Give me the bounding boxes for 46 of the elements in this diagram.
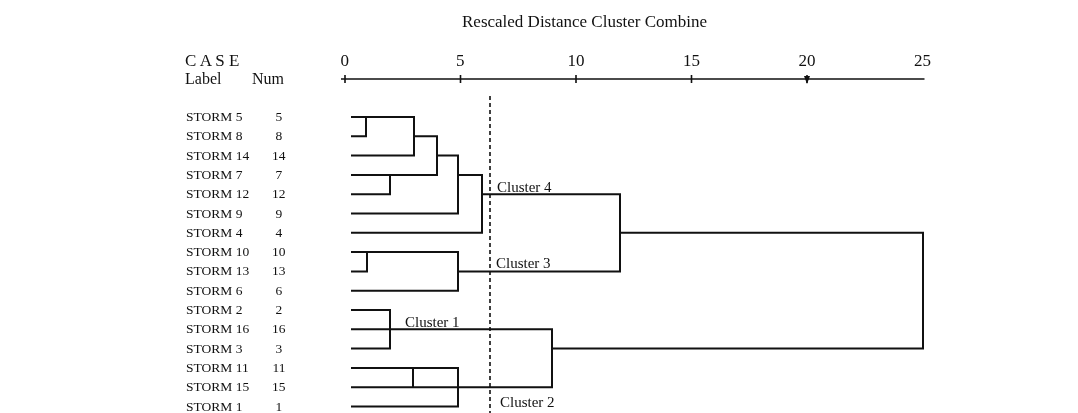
- case-number: 6: [275, 283, 283, 298]
- case-number: 10: [272, 245, 286, 259]
- axis-title: Rescaled Distance Cluster Combine: [462, 12, 708, 30]
- cluster-label: Cluster 1: [405, 314, 460, 330]
- case-number: 1: [275, 399, 283, 413]
- case-label: STORM 8: [186, 129, 243, 143]
- cluster-label: Cluster 3: [496, 255, 551, 271]
- case-number: 3: [275, 341, 283, 356]
- case-number: 4: [275, 225, 283, 240]
- case-number: 9: [275, 206, 283, 220]
- tick-label: 10: [567, 51, 585, 69]
- column-header: Label: [185, 71, 222, 87]
- tick-label: 25: [914, 51, 931, 69]
- case-number: 14: [272, 148, 286, 163]
- case-number: 16: [272, 322, 286, 336]
- tick-label: 0: [340, 51, 349, 69]
- tick-label: 5: [456, 51, 465, 69]
- case-label: STORM 10: [186, 245, 250, 259]
- case-number: 15: [272, 380, 286, 394]
- case-label: STORM 11: [186, 360, 249, 375]
- case-label: STORM 1: [186, 399, 243, 413]
- case-label: STORM 2: [186, 303, 243, 317]
- case-number: 13: [272, 264, 286, 278]
- case-label: STORM 14: [186, 148, 250, 163]
- case-label: STORM 13: [186, 264, 250, 278]
- case-number: 8: [275, 129, 283, 143]
- case-label: STORM 5: [186, 110, 243, 124]
- column-header: Num: [252, 71, 284, 87]
- column-header: C A S E: [185, 51, 240, 69]
- case-label: STORM 15: [186, 380, 250, 394]
- case-number: 2: [275, 303, 283, 317]
- cluster-label: Cluster 2: [500, 394, 555, 410]
- case-label: STORM 9: [186, 206, 243, 220]
- cluster-label: Cluster 4: [497, 179, 552, 195]
- case-label: STORM 16: [186, 322, 250, 336]
- case-label: STORM 7: [186, 167, 243, 182]
- case-label: STORM 12: [186, 187, 250, 201]
- tick-label: 15: [683, 51, 700, 69]
- case-label: STORM 6: [186, 283, 243, 298]
- case-number: 12: [272, 187, 286, 201]
- case-number: 5: [275, 110, 283, 124]
- case-number: 7: [275, 167, 283, 182]
- case-label: STORM 4: [186, 225, 243, 240]
- case-label: STORM 3: [186, 341, 243, 356]
- case-number: 11: [272, 360, 286, 375]
- tick-label: 20: [798, 51, 816, 69]
